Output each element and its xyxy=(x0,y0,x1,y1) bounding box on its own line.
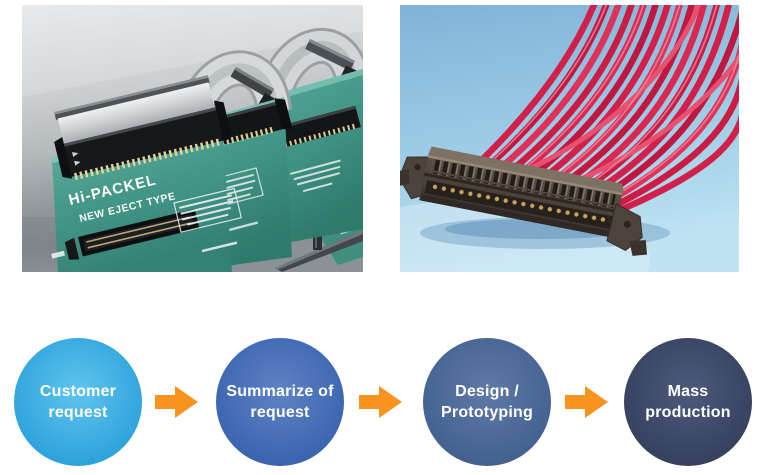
flow-step-label-line2: Prototyping xyxy=(441,404,533,421)
ribbon-cable-front xyxy=(57,82,215,145)
wire-connector xyxy=(400,146,648,256)
flow-step-customer-request: Customer request xyxy=(14,338,142,466)
flow-step-label-line2: request xyxy=(48,404,108,421)
pcb-board-front: Hi-PACKEL NEW EJECT TYPE xyxy=(51,75,243,272)
flow-step-design-prototyping: Design / Prototyping xyxy=(423,338,551,466)
silkscreen-text-front xyxy=(173,187,243,253)
socket-front xyxy=(51,208,200,260)
flow-step-summarize-of-request: Summarize of request xyxy=(216,338,344,466)
flow-step-mass-production: Mass production xyxy=(624,338,752,466)
right-product-photo xyxy=(400,5,739,272)
flow-step-label-line1: Design / xyxy=(455,383,519,400)
process-flow: Customer request Summarize of request De… xyxy=(0,330,768,475)
connector-pins xyxy=(427,181,611,229)
flow-arrow-icon xyxy=(359,386,402,418)
flow-step-label-line2: request xyxy=(250,404,310,421)
flow-arrow-icon xyxy=(565,386,608,418)
connector-teeth xyxy=(430,159,616,209)
flow-step-label-line2: production xyxy=(645,404,731,421)
connector-front xyxy=(54,75,232,181)
flow-step-label-line1: Mass xyxy=(667,383,709,400)
flow-step-label-line1: Customer xyxy=(39,383,117,400)
flow-arrow-icon xyxy=(155,386,198,418)
silkscreen-text-back xyxy=(290,159,341,193)
flow-step-label-line1: Summarize of xyxy=(226,383,334,400)
left-product-photo: Hi-PACKEL NEW EJECT TYPE xyxy=(22,5,363,272)
connector-back xyxy=(276,105,361,149)
